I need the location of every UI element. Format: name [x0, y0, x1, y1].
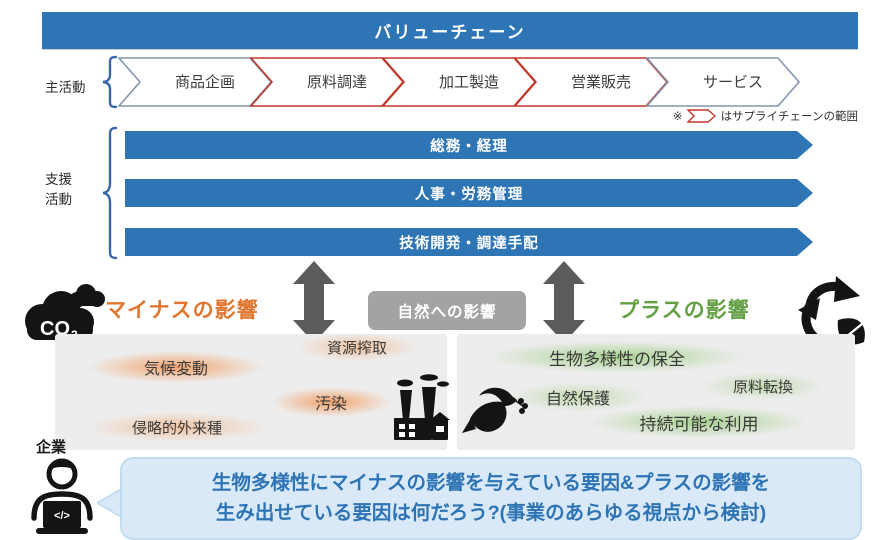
speech-line-1: 生物多様性にマイナスの影響を与えている要因&プラスの影響を	[211, 472, 771, 495]
impact-arrow-left-icon	[293, 261, 335, 343]
supply-chain-note: ※ はサプライチェーンの範囲	[600, 107, 858, 125]
chevron-step-5	[645, 57, 800, 107]
negative-impact-title: マイナスの影響	[105, 299, 259, 322]
value-chain-banner: バリューチェーン	[42, 12, 858, 49]
primary-brace	[102, 55, 118, 109]
support-bar-2-label: 人事・労務管理	[414, 186, 524, 203]
support-bar-hr-labor: 人事・労務管理	[125, 179, 813, 207]
impact-arrow-right-icon	[543, 261, 585, 343]
support-bar-1-label: 総務・経理	[430, 138, 508, 155]
positive-item-sustainable-use: 持続可能な利用	[589, 406, 809, 438]
dove-icon	[462, 387, 528, 433]
negative-item-pollution: 汚染	[271, 387, 391, 417]
support-label-line2: 活動	[45, 192, 72, 208]
support-brace	[102, 126, 118, 260]
negative-item-resource: 資源搾取	[297, 333, 417, 361]
chevron-step-2-label: 原料調達	[307, 74, 367, 91]
primary-activities-label: 主活動	[45, 80, 86, 95]
chevron-step-5-label: サービス	[703, 74, 763, 91]
support-bar-3-label: 技術開発・調達手配	[399, 235, 539, 252]
co2-cloud-icon: CO 2	[25, 284, 105, 342]
support-label-line1: 支援	[45, 172, 72, 187]
speech-line-2: 生み出せている要因は何だろう?(事業のあらゆる視点から検討)	[215, 501, 767, 524]
chevron-step-4-label: 営業販売	[571, 74, 631, 91]
nature-impact-label: 自然への影響	[397, 303, 497, 321]
laptop-code-glyph: </>	[54, 510, 70, 522]
company-label: 企業	[36, 439, 67, 456]
chevron-step-3-label: 加工製造	[439, 74, 499, 91]
support-bar-tech-procurement: 技術開発・調達手配	[125, 228, 813, 256]
note-text: はサプライチェーンの範囲	[720, 111, 858, 123]
support-activities-label: 支援 活動	[45, 170, 72, 211]
positive-item-nature-protection: 自然保護	[508, 382, 648, 412]
nature-impact-box: 自然への影響	[368, 291, 526, 330]
company-person-icon: </>	[31, 458, 93, 534]
note-asterisk: ※	[672, 111, 683, 123]
positive-item-material-conversion: 原料転換	[701, 372, 825, 400]
negative-item-invasive: 侵略的外来種	[87, 412, 267, 442]
primary-process-strip: 商品企画 原料調達 加工製造 営業販売 サービス	[118, 57, 800, 107]
chevron-step-1-label: 商品企画	[175, 73, 235, 91]
factory-icon	[394, 374, 450, 440]
value-chain-title: バリューチェーン	[374, 23, 526, 42]
positive-item-biodiversity: 生物多様性の保全	[487, 341, 747, 373]
supply-chain-chevron-icon	[686, 109, 716, 123]
negative-item-climate: 気候変動	[88, 351, 264, 383]
company-speech-bubble: 生物多様性にマイナスの影響を与えている要因&プラスの影響を 生み出せている要因は…	[120, 457, 862, 540]
support-bar-general-accounting: 総務・経理	[125, 131, 813, 159]
positive-impact-title: プラスの影響	[618, 299, 750, 322]
